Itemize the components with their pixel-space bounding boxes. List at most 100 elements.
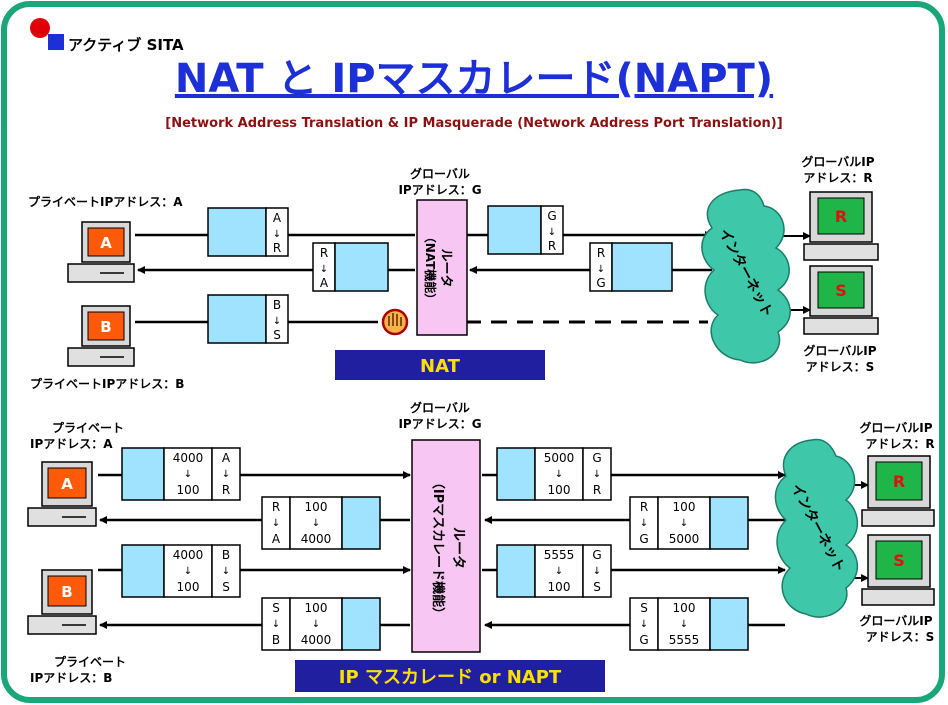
packet-text: ↓ (555, 566, 563, 577)
napt-server-s-letter: S (893, 551, 905, 570)
packet-text: G (639, 633, 648, 647)
packet-text: 100 (177, 483, 200, 497)
napt-router: ルータ （IPマスカレード機能） (411, 439, 481, 653)
nat-router: ルータ （NAT機能） (416, 199, 468, 336)
packet-text: 100 (177, 580, 200, 594)
packet-text: B (273, 298, 281, 312)
napt-packet-g-s-out: 5555 ↓ 100 G ↓ S (496, 544, 612, 598)
page-subtitle: [Network Address Translation & IP Masque… (165, 116, 782, 131)
packet-text: ↓ (222, 469, 230, 480)
packet-text: 100 (673, 601, 696, 615)
stop-hand-icon (381, 308, 409, 336)
nat-label: NAT (420, 356, 461, 377)
napt-router-label: ルータ (450, 527, 466, 569)
logo-red-dot (30, 18, 50, 38)
packet-text: B (272, 633, 280, 647)
packet-text: R (640, 500, 648, 514)
logo: アクティブ SITA (30, 18, 184, 54)
napt-packet-b-in: S ↓ B 100 ↓ 4000 (261, 597, 381, 651)
packet-text: 100 (673, 500, 696, 514)
packet-text: ↓ (273, 229, 281, 240)
packet-text: 4000 (173, 451, 204, 465)
napt-global-s-label-2: アドレス：S (866, 630, 935, 644)
napt-host-a-letter: A (61, 475, 73, 493)
napt-global-g-label-1: グローバル (410, 400, 470, 415)
packet-text: R (597, 246, 605, 260)
napt-host-a: A (27, 461, 97, 527)
packet-text: S (272, 601, 280, 615)
packet-text: ↓ (273, 316, 281, 327)
napt-label: IP マスカレード or NAPT (339, 667, 562, 688)
packet-text: R (548, 239, 556, 253)
napt-private-a-label-2: IPアドレス：A (30, 437, 113, 451)
nat-private-a-label: プライベートIPアドレス：A (28, 194, 183, 209)
packet-text: ↓ (272, 619, 280, 630)
packet-text: ↓ (272, 518, 280, 529)
nat-packet-r-g: R ↓ G (589, 242, 673, 292)
packet-text: A (320, 276, 329, 290)
nat-global-s-label-1: グローバルIP (803, 343, 876, 358)
packet-text: G (547, 209, 556, 223)
nat-global-s-label-2: アドレス：S (806, 360, 875, 374)
napt-packet-a-in: R ↓ A 100 ↓ 4000 (261, 496, 381, 550)
packet-text: 100 (305, 500, 328, 514)
napt-global-r-label-2: アドレス：R (865, 437, 934, 451)
packet-text: ↓ (680, 518, 688, 529)
packet-text: R (272, 500, 280, 514)
packet-text: ↓ (312, 518, 320, 529)
nat-global-g-label-1: グローバル (410, 166, 470, 181)
packet-text: R (273, 241, 281, 255)
napt-packet-r-g-in: R ↓ G 100 ↓ 5000 (629, 496, 749, 550)
napt-global-r-label-1: グローバルIP (859, 420, 932, 435)
nat-server-s-letter: S (835, 281, 847, 300)
nat-global-r-label-1: グローバルIP (801, 154, 874, 169)
napt-private-a-label-1: プライベート (52, 420, 124, 435)
nat-packet-g-out: G ↓ R (487, 205, 564, 255)
napt-server-r-letter: R (893, 472, 905, 491)
nat-section: プライベートIPアドレス：A プライベートIPアドレス：B グローバル IPアド… (28, 154, 879, 391)
nat-packet-b-out: B ↓ S (207, 294, 289, 344)
nat-server-r-letter: R (835, 207, 847, 226)
napt-packet-a-out: 4000 ↓ 100 A ↓ R (121, 447, 241, 501)
nat-global-g-label-2: IPアドレス：G (398, 183, 481, 197)
napt-packet-g-r-out: 5000 ↓ 100 G ↓ R (496, 447, 612, 501)
packet-text: ↓ (597, 264, 605, 275)
napt-global-s-label-1: グローバルIP (859, 613, 932, 628)
packet-text: 5555 (544, 548, 575, 562)
nat-router-sublabel: （NAT機能） (423, 231, 438, 306)
nat-server-r: R (803, 191, 879, 261)
packet-text: S (273, 328, 281, 342)
napt-label-bar (295, 660, 605, 692)
nat-global-r-label-2: アドレス：R (803, 171, 872, 185)
napt-server-r: R (861, 455, 935, 527)
napt-private-b-label-1: プライベート (54, 654, 126, 669)
packet-text: 4000 (173, 548, 204, 562)
nat-internet-cloud: インターネット (701, 188, 791, 364)
packet-text: R (222, 483, 230, 497)
nat-host-a-letter: A (100, 234, 112, 252)
packet-text: ↓ (593, 566, 601, 577)
packet-text: ↓ (640, 518, 648, 529)
packet-text: 5000 (669, 532, 700, 546)
nat-private-b-label: プライベートIPアドレス：B (30, 376, 184, 391)
packet-text: S (222, 580, 230, 594)
packet-text: B (222, 548, 230, 562)
nat-packet-a-out: A ↓ R (207, 207, 289, 257)
packet-text: G (592, 548, 601, 562)
packet-text: ↓ (680, 619, 688, 630)
packet-text: ↓ (555, 469, 563, 480)
packet-text: ↓ (548, 227, 556, 238)
packet-text: 100 (305, 601, 328, 615)
packet-text: ↓ (320, 264, 328, 275)
packet-text: 100 (548, 580, 571, 594)
nat-label-bar (335, 350, 545, 380)
nat-server-s: S (803, 265, 879, 335)
packet-text: 4000 (301, 633, 332, 647)
packet-text: A (272, 532, 281, 546)
nat-host-a: A (67, 221, 135, 283)
packet-text: G (639, 532, 648, 546)
packet-text: ↓ (184, 469, 192, 480)
logo-text: アクティブ SITA (68, 36, 184, 54)
packet-text: ↓ (593, 469, 601, 480)
